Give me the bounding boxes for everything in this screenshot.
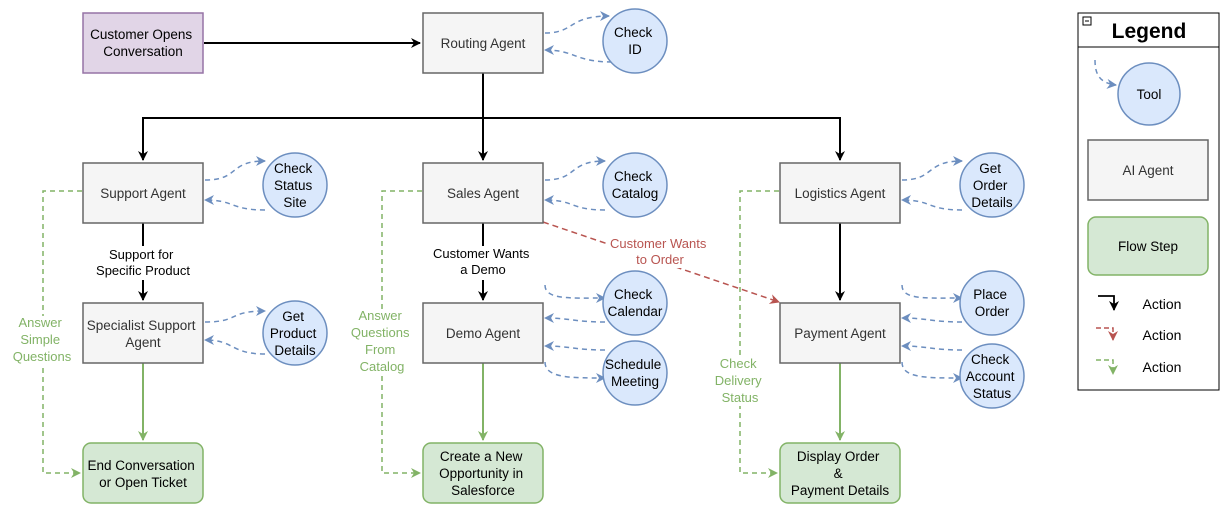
edge-payment-to-account: [901, 361, 963, 383]
svg-text:Place Order: Place Order: [973, 287, 1011, 319]
tool-get-product-details: Get Product Details: [262, 300, 328, 366]
label-customer-wants-order: Customer Wants to Order: [610, 236, 710, 267]
edge-logistics-to-orderdetails: [901, 156, 963, 181]
legend-action-red: Action: [1096, 327, 1181, 343]
svg-text:Flow Step: Flow Step: [1118, 239, 1178, 254]
edge-account-to-payment: [901, 341, 963, 352]
svg-text:Logistics Agent: Logistics Agent: [795, 186, 886, 201]
node-end-conversation: End Conversation or Open Ticket: [82, 442, 204, 504]
node-support-agent: Support Agent: [82, 162, 204, 224]
label-check-delivery: Check Delivery Status: [715, 356, 766, 405]
tool-edges: [204, 11, 963, 383]
edge-payment-to-place: [901, 284, 963, 304]
edge-logistics-to-display: [739, 190, 779, 478]
edge-support-to-status: [204, 156, 266, 181]
label-support-for-product: Support for Specific Product: [96, 247, 190, 278]
label-answer-catalog: Answer Questions From Catalog: [351, 308, 413, 374]
edge-orderdetails-to-logistics: [901, 195, 963, 211]
svg-text:End Conversation or Open: End Conversation or Open Ticket: [87, 458, 198, 490]
label-answer-simple: Answer Simple Questions: [13, 315, 72, 364]
edge-product-to-specialist: [204, 335, 266, 355]
edge-demo-to-schedule: [544, 361, 606, 383]
legend-title: Legend: [1112, 20, 1187, 43]
svg-text:Specialist Support Agent: Specialist Support Agent: [87, 318, 200, 350]
svg-text:Check Status Site: Check Status Site: [274, 161, 316, 210]
node-customer-opens: Customer Opens Conversation: [82, 12, 204, 74]
svg-text:Action: Action: [1143, 359, 1182, 375]
node-routing-agent: Routing Agent: [422, 12, 544, 74]
node-payment-agent: Payment Agent: [779, 302, 901, 364]
legend: Legend Tool AI Agent Flow Step Action Ac…: [1077, 12, 1220, 391]
edge-routing-to-checkid: [544, 11, 610, 34]
svg-text:Check Catalog: Check Catalog: [612, 169, 659, 201]
edge-sales-to-catalog: [544, 156, 606, 181]
svg-text:Display Order & Pa: Display Order & Payment Details: [791, 449, 890, 498]
legend-collapse-icon[interactable]: [1082, 16, 1092, 26]
node-display-order: Display Order & Payment Details: [779, 442, 901, 504]
svg-text:Sales Agent: Sales Agent: [447, 186, 519, 201]
edge-specialist-to-product: [204, 306, 266, 323]
svg-text:AI Agent: AI Agent: [1122, 163, 1173, 178]
edge-status-to-support: [204, 195, 266, 211]
legend-action-black: Action: [1098, 295, 1182, 312]
label-customer-wants-demo: Customer Wants a Demo: [433, 246, 533, 277]
tool-check-id: Check ID: [602, 8, 668, 74]
edge-catalog-to-sales: [544, 195, 606, 211]
flow-edges: [138, 363, 845, 441]
edge-schedule-to-demo: [544, 341, 606, 352]
svg-text:Action: Action: [1143, 296, 1182, 312]
svg-text:Schedule Meeting: Schedule Meeting: [605, 357, 665, 389]
tool-place-order: Place Order: [959, 270, 1025, 336]
svg-text:Get Order Details: Get Order Details: [971, 161, 1013, 210]
edge-place-to-payment: [901, 313, 963, 324]
node-create-opportunity: Create a New Opportunity in Salesforce: [422, 442, 544, 504]
svg-text:Customer Opens Conversat: Customer Opens Conversation: [90, 27, 196, 59]
svg-text:Check Account Stat: Check Account Status: [966, 352, 1019, 401]
edge-calendar-to-demo: [544, 313, 606, 324]
node-specialist-agent: Specialist Support Agent: [82, 302, 204, 364]
svg-text:Action: Action: [1143, 327, 1182, 343]
svg-text:Support Agent: Support Agent: [100, 186, 186, 201]
svg-text:Tool: Tool: [1137, 87, 1162, 102]
svg-text:Check Calendar: Check Calendar: [608, 287, 663, 319]
svg-text:Check ID: Check ID: [614, 25, 656, 57]
node-sales-agent: Sales Agent: [422, 162, 544, 224]
legend-tool: Tool: [1117, 62, 1181, 126]
legend-ai-agent: AI Agent: [1087, 139, 1209, 201]
tool-check-catalog: Check Catalog: [602, 152, 668, 218]
svg-text:Demo Agent: Demo Agent: [446, 326, 521, 341]
edge-checkid-to-routing: [544, 45, 613, 63]
node-logistics-agent: Logistics Agent: [779, 162, 901, 224]
tool-schedule-meeting: Schedule Meeting: [602, 340, 668, 406]
tool-check-account-status: Check Account Status: [959, 343, 1025, 409]
node-demo-agent: Demo Agent: [422, 302, 544, 364]
svg-text:Payment Agent: Payment Agent: [794, 326, 886, 341]
svg-text:Get Product Detail: Get Product Details: [270, 309, 320, 358]
svg-text:Routing Agent: Routing Agent: [441, 36, 526, 51]
legend-tool-arrow: [1094, 59, 1117, 89]
legend-action-green: Action: [1096, 359, 1181, 375]
tool-check-status-site: Check Status Site: [262, 152, 328, 218]
legend-flow-step: Flow Step: [1087, 216, 1209, 276]
edge-routing-branch: [142, 117, 841, 160]
tool-get-order-details: Get Order Details: [959, 152, 1025, 218]
tool-check-calendar: Check Calendar: [602, 270, 668, 336]
svg-text:Create a New Opportunity: Create a New Opportunity in Salesforce: [439, 449, 527, 498]
edge-demo-to-calendar: [544, 284, 606, 304]
